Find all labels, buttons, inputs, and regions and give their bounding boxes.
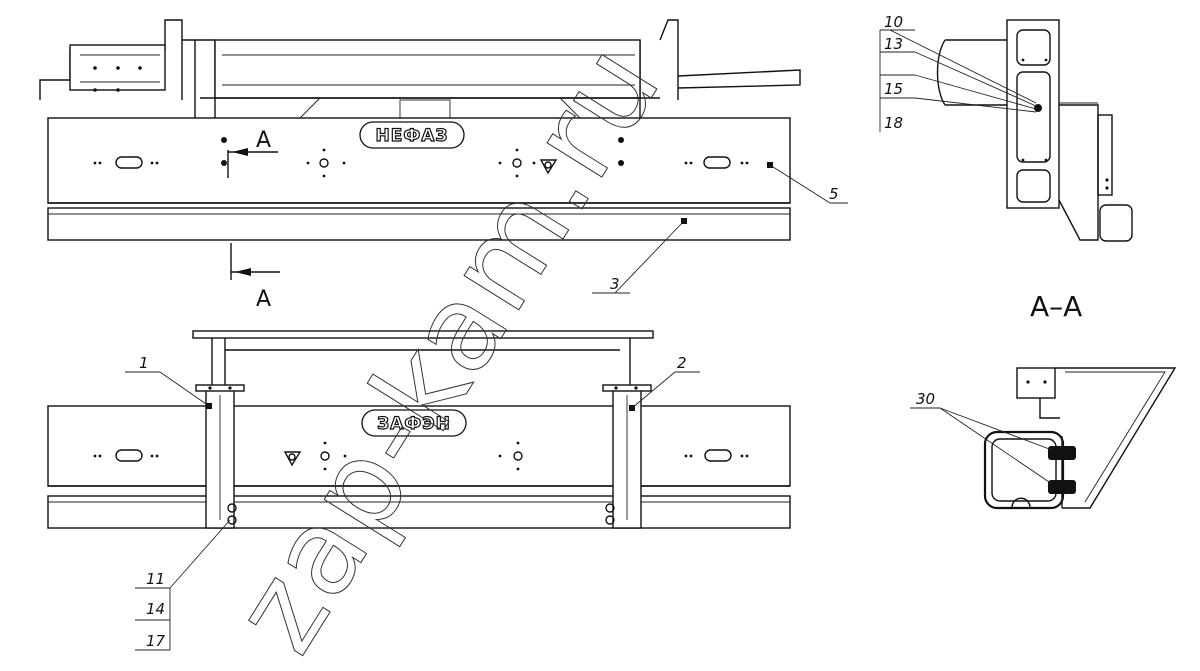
logo-bottom-text: ЗАФЭН	[377, 414, 451, 434]
top-view: НЕФАЗ A A 5 3	[39, 19, 848, 312]
callout-17: 17	[146, 632, 166, 650]
bottom-view: ЗАФЭН 1 2 11 14 17	[47, 330, 791, 651]
callout-2: 2	[677, 354, 687, 372]
logo-top: НЕФАЗ	[359, 121, 465, 149]
callout-5: 5	[829, 185, 839, 203]
callout-3: 3	[610, 275, 620, 293]
section-title: A–A	[1030, 290, 1082, 323]
section-marker-bottom: A	[256, 287, 271, 312]
side-detail: 10 13 15 18	[879, 13, 1133, 242]
callout-11: 11	[146, 570, 165, 588]
callout-1: 1	[139, 354, 149, 372]
callout-13: 13	[884, 35, 903, 53]
section-marker-top: A	[256, 128, 271, 153]
callout-15: 15	[884, 80, 903, 98]
callout-30: 30	[916, 390, 935, 408]
section-marker: A A	[227, 128, 280, 312]
callout-14: 14	[146, 600, 165, 618]
callout-10: 10	[884, 13, 903, 31]
callout-18: 18	[884, 114, 903, 132]
upper-beam	[200, 39, 660, 119]
section-a-a: A–A 30	[910, 290, 1177, 510]
logo-top-text: НЕФАЗ	[376, 126, 449, 146]
left-bracket	[39, 19, 216, 118]
